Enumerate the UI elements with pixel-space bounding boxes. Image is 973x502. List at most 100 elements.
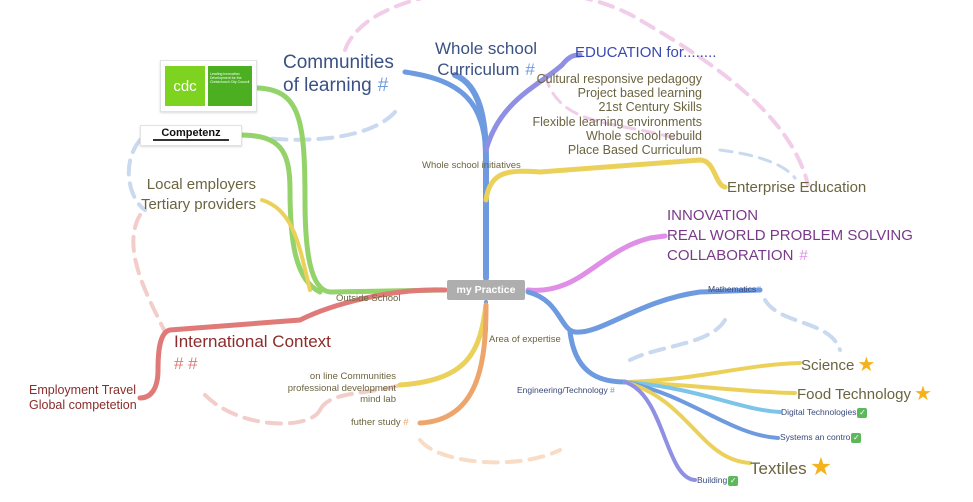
star-icon: ★ xyxy=(809,453,833,481)
branch-education xyxy=(483,52,583,153)
node-international-hash[interactable]: # # xyxy=(174,353,198,373)
node-communities-line2: of learning xyxy=(283,74,372,96)
node-area[interactable]: Area of expertise xyxy=(489,334,561,345)
node-further-hash[interactable]: # xyxy=(403,417,409,428)
branch-communities xyxy=(402,69,489,163)
node-local[interactable]: Local employers Tertiary providers xyxy=(141,175,256,215)
branch-digital xyxy=(623,380,782,414)
relation-dashed-blue-maths xyxy=(628,318,727,362)
node-food-label: Food Technology xyxy=(797,386,911,403)
node-innovation-line2: REAL WORLD PROBLEM SOLVING xyxy=(667,227,913,244)
relation-dashed-orange xyxy=(418,438,562,465)
competenz-logo-image[interactable]: Competenz xyxy=(140,125,242,146)
node-employment-line1: Employment Travel xyxy=(29,383,136,397)
node-systems[interactable]: Systems an contro✓ xyxy=(780,432,862,443)
branch-initiatives xyxy=(483,157,728,203)
node-systems-label: Systems an contro xyxy=(780,432,851,442)
branch-area xyxy=(525,287,763,335)
branch-competenz xyxy=(237,132,323,295)
education-item[interactable]: Place Based Curriculum xyxy=(567,143,702,158)
branch-textiles xyxy=(623,380,752,465)
node-digital-label: Digital Technologies xyxy=(781,407,857,417)
node-science-label: Science xyxy=(801,357,855,374)
node-local-line1: Local employers xyxy=(146,176,256,193)
education-item[interactable]: Whole school rebuild xyxy=(585,128,702,143)
node-initiatives[interactable]: Whole school initiatives xyxy=(422,160,521,171)
branch-building xyxy=(623,380,697,482)
education-item[interactable]: 21st Century Skills xyxy=(598,100,702,115)
node-online-line1: on line Communities xyxy=(309,371,396,382)
relation-dashed-pink xyxy=(343,0,810,187)
node-innovation-hash[interactable]: # xyxy=(799,247,808,264)
node-local-line2: Tertiary providers xyxy=(140,196,256,213)
relation-dashed-blue-science xyxy=(763,298,842,352)
node-textiles-label: Textiles xyxy=(750,459,807,478)
node-engineering[interactable]: Engineering/Technology # xyxy=(517,385,615,395)
relation-dashed-red-bottom-2 xyxy=(318,383,402,412)
branch-international xyxy=(137,287,448,401)
branch-outside xyxy=(255,85,448,295)
node-innovation-line3: COLLABORATION xyxy=(667,247,794,264)
check-icon: ✓ xyxy=(857,408,868,418)
education-list: Cultural responsive pedagogy Project bas… xyxy=(532,72,702,157)
node-communities[interactable]: Communities of learning# xyxy=(283,52,394,97)
node-maths[interactable]: Mathematics# xyxy=(708,284,761,294)
node-further-label: futher study xyxy=(351,417,401,428)
education-item[interactable]: Project based learning xyxy=(577,86,702,101)
branch-online xyxy=(397,302,489,388)
cdc-logo-tagline: Leading Innovation Development for the C… xyxy=(208,66,252,106)
node-outside[interactable]: Outside School xyxy=(336,293,401,304)
node-curriculum[interactable]: Whole school Curriculum# xyxy=(435,39,537,79)
cdc-logo-mark: cdc xyxy=(165,66,205,106)
node-building-label: Building xyxy=(697,475,728,485)
node-online[interactable]: on line Communities professional develop… xyxy=(288,371,396,406)
node-employment-line2: Global competetion xyxy=(29,398,137,412)
check-icon: ✓ xyxy=(728,476,739,486)
node-education-title[interactable]: EDUCATION for........ xyxy=(575,44,717,61)
relation-dashed-red-bottom xyxy=(203,393,322,426)
node-innovation-line1: INNOVATION xyxy=(667,207,759,224)
node-maths-label: Mathematics xyxy=(708,284,757,294)
node-employment[interactable]: Employment Travel Global competetion xyxy=(29,383,137,413)
node-communities-line1: Communities xyxy=(283,52,394,73)
branch-local xyxy=(260,198,312,292)
node-international[interactable]: International Context # # xyxy=(174,332,331,373)
node-building[interactable]: Building✓ xyxy=(697,475,739,486)
node-engineering-hash[interactable]: # xyxy=(610,385,615,395)
branch-innovation xyxy=(525,233,668,293)
branch-further xyxy=(417,302,489,426)
education-item[interactable]: Flexible learning environments xyxy=(532,114,702,129)
relation-dashed-pink-2 xyxy=(543,73,682,142)
relation-dashed-blue-enterprise xyxy=(718,148,797,180)
node-engineering-label: Engineering/Technology xyxy=(517,385,608,395)
node-further[interactable]: futher study # xyxy=(351,417,409,428)
node-maths-hash[interactable]: # xyxy=(756,284,761,294)
node-communities-hash[interactable]: # xyxy=(377,74,389,96)
relation-dashed-red-left xyxy=(131,213,167,334)
node-online-line2: professional development xyxy=(287,382,396,394)
node-curriculum-hash[interactable]: # xyxy=(525,59,535,79)
star-icon: ★ xyxy=(857,354,876,376)
relation-dashed-blue-left xyxy=(126,138,147,212)
branch-systems xyxy=(623,380,780,440)
relation-dashed-blue-top xyxy=(243,110,397,142)
node-curriculum-line2: Curriculum xyxy=(437,59,520,79)
node-textiles[interactable]: Textiles★ xyxy=(750,453,833,482)
branch-engineering xyxy=(567,329,628,385)
center-node-my-practice[interactable]: my Practice xyxy=(447,280,525,300)
node-online-line3: mind lab xyxy=(360,394,396,405)
node-food[interactable]: Food Technology★ xyxy=(797,383,932,405)
cdc-logo-image[interactable]: cdc Leading Innovation Development for t… xyxy=(160,60,257,112)
node-innovation[interactable]: INNOVATION REAL WORLD PROBLEM SOLVING CO… xyxy=(667,206,913,266)
node-enterprise[interactable]: Enterprise Education xyxy=(727,179,867,196)
check-icon: ✓ xyxy=(851,433,862,443)
competenz-logo-underline xyxy=(153,139,229,141)
competenz-logo-text: Competenz xyxy=(161,127,221,139)
node-international-title: International Context xyxy=(174,332,331,351)
education-item[interactable]: Cultural responsive pedagogy xyxy=(536,72,702,86)
star-icon: ★ xyxy=(913,383,932,405)
node-science[interactable]: Science★ xyxy=(801,354,875,376)
node-digital[interactable]: Digital Technologies✓ xyxy=(781,407,868,418)
